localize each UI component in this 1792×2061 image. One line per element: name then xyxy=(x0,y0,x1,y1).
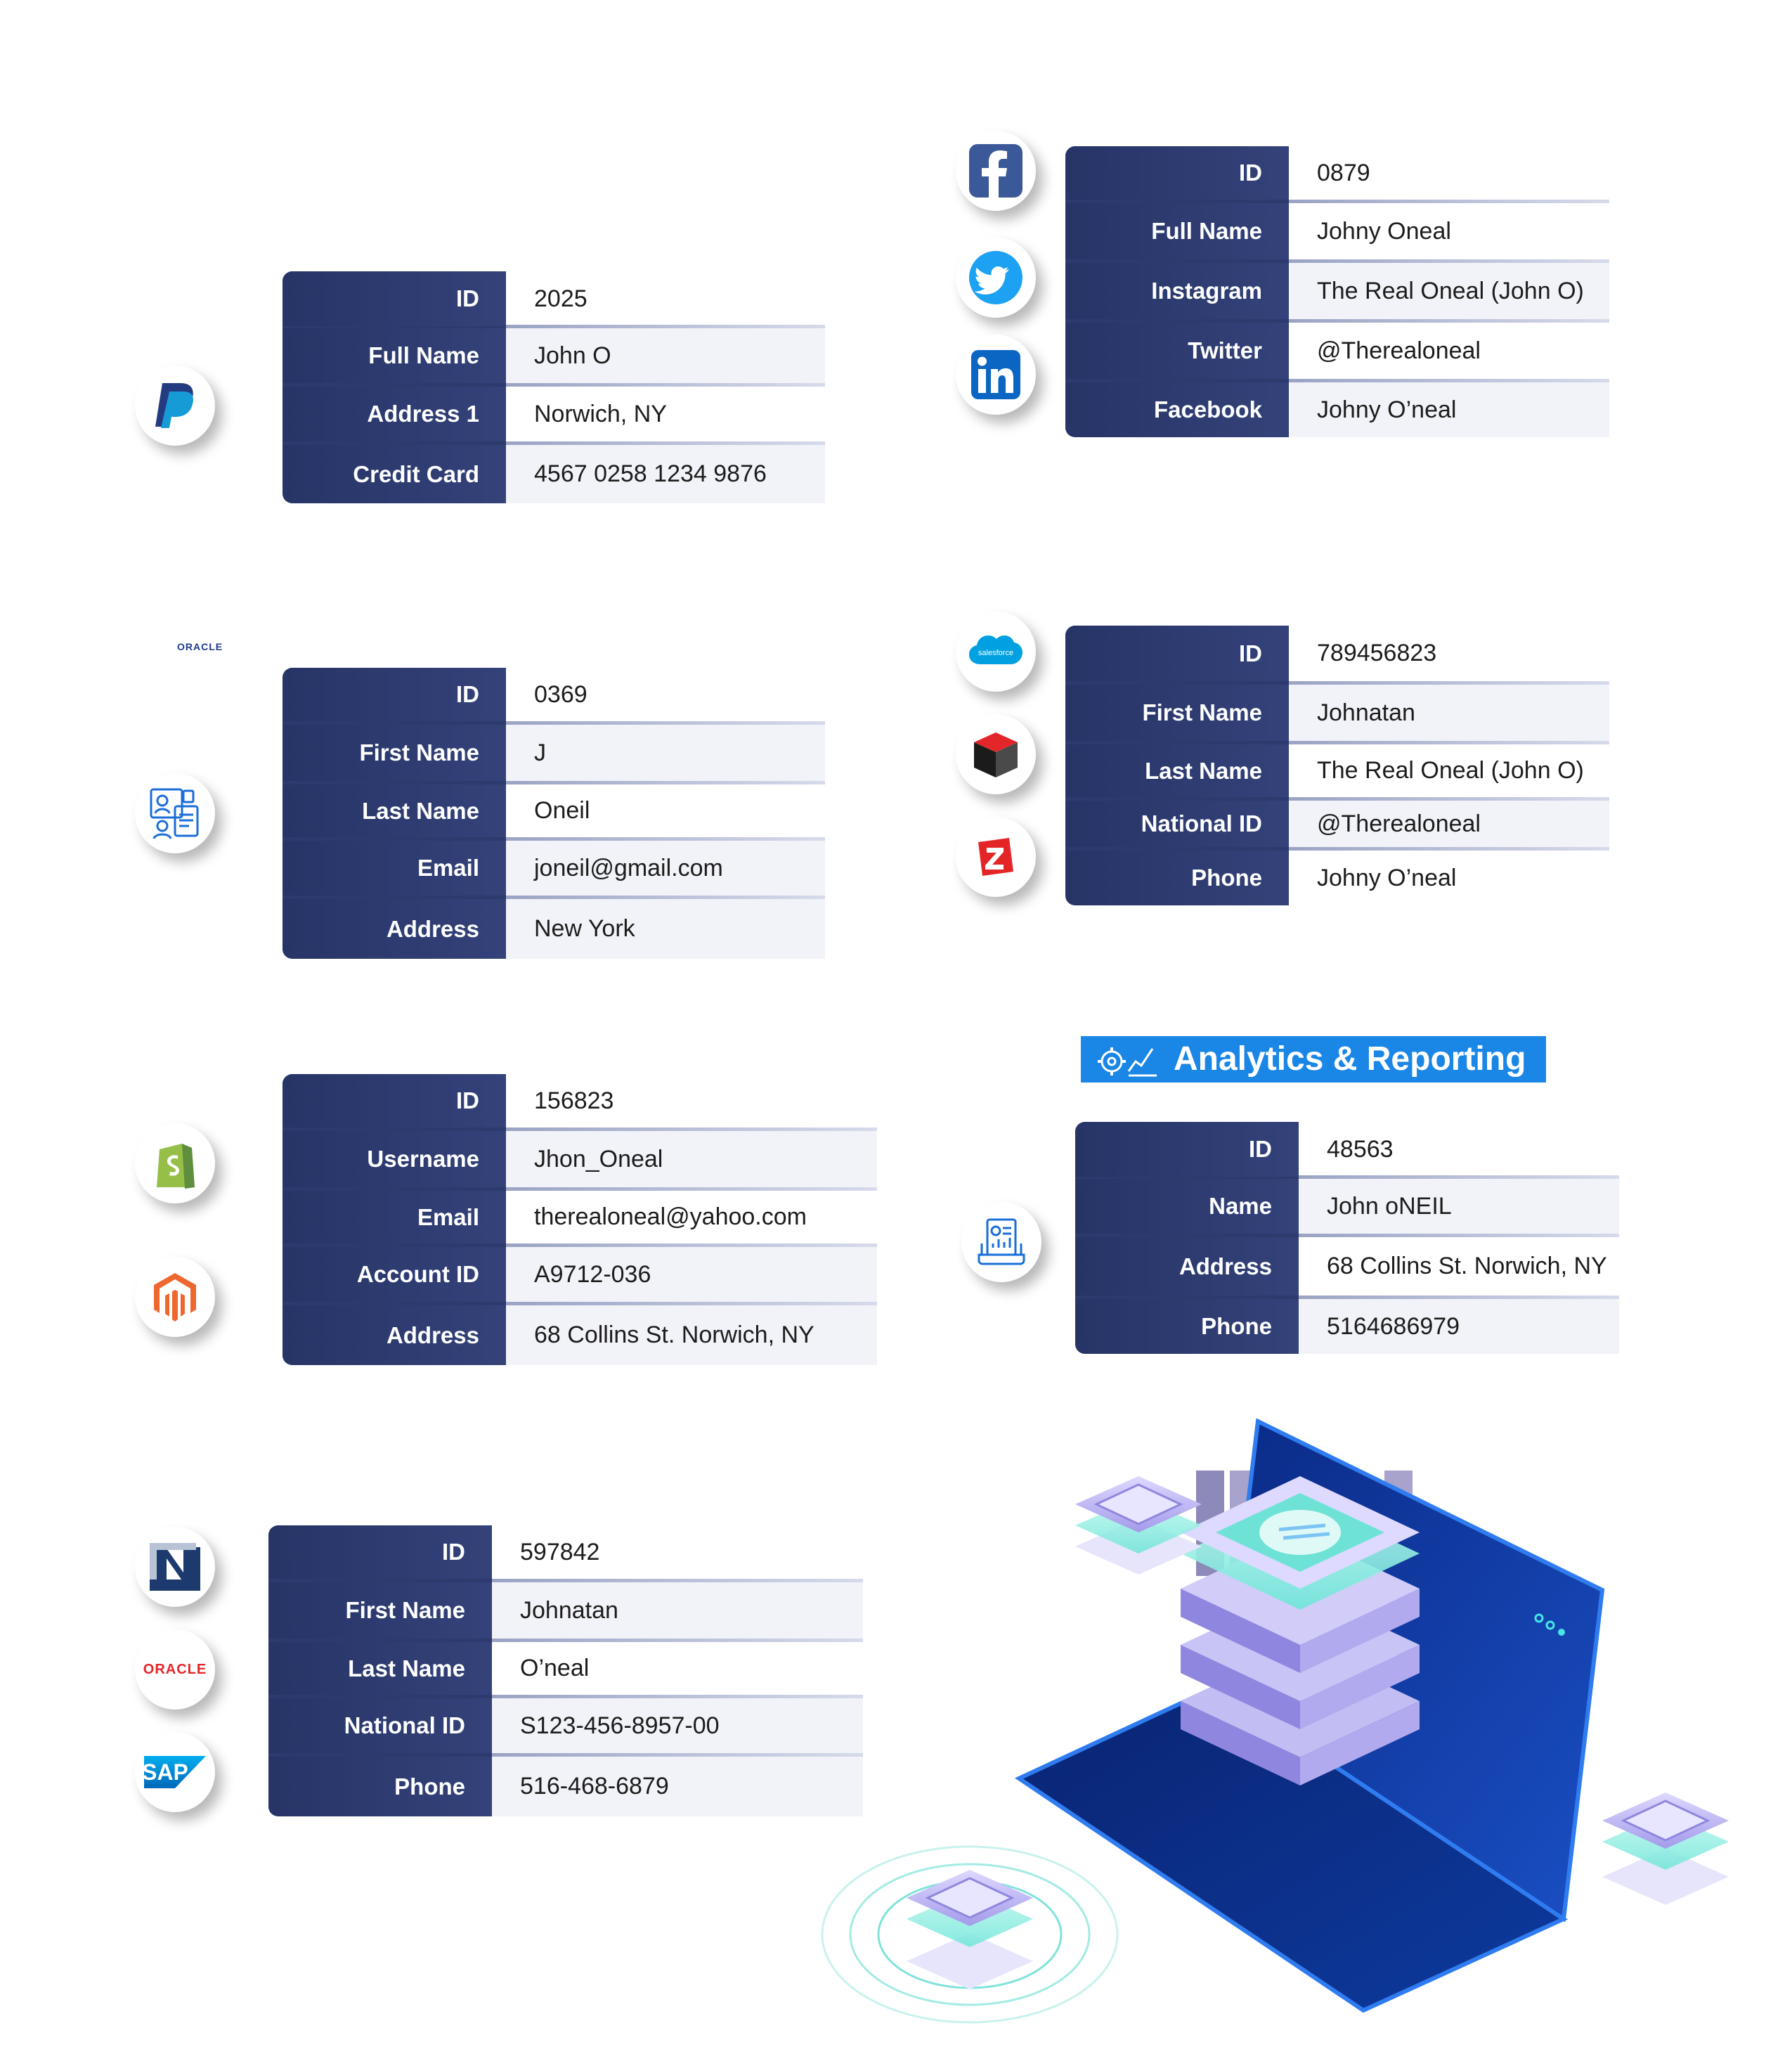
field-label: ID xyxy=(283,668,506,721)
field-value: @Therealoneal xyxy=(1289,801,1609,847)
field-label: National ID xyxy=(268,1698,492,1753)
linkedin-logo-icon xyxy=(956,335,1036,415)
field-label: ID xyxy=(268,1525,492,1579)
field-value: John oNEIL xyxy=(1299,1179,1619,1234)
field-label: ID xyxy=(283,1074,506,1128)
field-label: First Name xyxy=(268,1582,492,1639)
netsuite-logo-icon xyxy=(135,1527,215,1607)
oracle-small-logo: ORACLE xyxy=(177,641,223,652)
field-value: J xyxy=(506,725,825,781)
field-value: 0879 xyxy=(1289,146,1609,200)
analytics-reporting-banner: Analytics & Reporting xyxy=(1081,1036,1546,1083)
oracle-logo-text: ORACLE xyxy=(143,1661,207,1677)
field-label: Email xyxy=(283,1191,506,1243)
field-value: Norwich, NY xyxy=(506,387,825,441)
field-value: 789456823 xyxy=(1289,626,1609,681)
field-label: Last Name xyxy=(283,784,506,837)
field-value: Oneil xyxy=(506,784,825,837)
field-value: 4567 0258 1234 9876 xyxy=(506,445,825,503)
field-label: Address xyxy=(283,899,506,959)
field-value: Johny O’neal xyxy=(1289,382,1609,437)
field-value: joneil@gmail.com xyxy=(506,841,825,896)
zoho-z-logo-icon xyxy=(956,817,1036,897)
field-label: Phone xyxy=(268,1757,492,1816)
field-label: ID xyxy=(283,271,506,326)
banner-title: Analytics & Reporting xyxy=(1174,1040,1526,1078)
field-value: 597842 xyxy=(492,1525,863,1579)
field-label: Phone xyxy=(1065,851,1289,905)
field-value: The Real Oneal (John O) xyxy=(1289,263,1609,319)
salesforce-logo-text: salesforce xyxy=(978,649,1013,657)
field-value: 2025 xyxy=(506,271,825,326)
analytics-report-icon xyxy=(961,1202,1041,1282)
twitter-logo-icon xyxy=(956,238,1036,318)
sap-logo-icon: SAP xyxy=(135,1732,215,1812)
field-value: John O xyxy=(506,328,825,383)
field-value: A9712-036 xyxy=(506,1247,877,1302)
field-label: Username xyxy=(283,1131,506,1187)
sap-logo-text: SAP xyxy=(142,1759,188,1785)
field-label: Phone xyxy=(1075,1299,1299,1354)
field-value: Johny Oneal xyxy=(1289,203,1609,259)
field-value: @Therealoneal xyxy=(1289,323,1609,379)
field-label: ID xyxy=(1065,146,1289,200)
paypal-logo-icon xyxy=(135,366,215,446)
server-laptop-illustration xyxy=(821,1418,1729,2024)
field-label: Last Name xyxy=(1065,744,1289,797)
field-value: The Real Oneal (John O) xyxy=(1289,744,1609,797)
oracle-logo-icon: ORACLE xyxy=(135,1629,215,1710)
field-label: Name xyxy=(1075,1179,1299,1234)
field-value: 0369 xyxy=(506,668,825,721)
field-value: 68 Collins St. Norwich, NY xyxy=(506,1305,877,1365)
analytics-gear-chart-icon xyxy=(1098,1047,1157,1077)
field-label: Twitter xyxy=(1065,323,1289,379)
hr-people-document-icon xyxy=(135,773,215,853)
magento-logo-icon xyxy=(135,1257,215,1337)
field-value: Jhon_Oneal xyxy=(506,1131,877,1187)
field-value: Johny O’neal xyxy=(1289,851,1609,905)
field-label: Address 1 xyxy=(283,387,506,441)
salesforce-logo-icon: salesforce xyxy=(956,612,1036,692)
field-value: Johnatan xyxy=(1289,685,1609,741)
field-label: Instagram xyxy=(1065,263,1289,319)
field-label: Address xyxy=(1075,1237,1299,1296)
field-label: Last Name xyxy=(268,1642,492,1695)
field-label: ID xyxy=(1075,1122,1299,1177)
field-value: New York xyxy=(506,899,825,959)
field-label: Full Name xyxy=(283,328,506,383)
field-label: National ID xyxy=(1065,801,1289,847)
cube-logo-icon xyxy=(956,714,1036,794)
field-value: 5164686979 xyxy=(1299,1299,1619,1354)
field-value: O’neal xyxy=(492,1642,863,1695)
field-value: S123-456-8957-00 xyxy=(492,1698,863,1753)
field-value: 156823 xyxy=(506,1074,877,1128)
field-label: First Name xyxy=(1065,685,1289,741)
field-label: Email xyxy=(283,841,506,896)
shopify-logo-icon xyxy=(135,1123,215,1203)
field-label: Credit Card xyxy=(283,445,506,503)
field-value: therealoneal@yahoo.com xyxy=(506,1191,877,1243)
field-value: 48563 xyxy=(1299,1122,1619,1177)
field-label: Facebook xyxy=(1065,382,1289,437)
field-value: 68 Collins St. Norwich, NY xyxy=(1299,1237,1619,1296)
field-label: ID xyxy=(1065,626,1289,681)
field-label: First Name xyxy=(283,725,506,781)
field-label: Account ID xyxy=(283,1247,506,1302)
facebook-logo-icon xyxy=(956,131,1036,211)
field-value: Johnatan xyxy=(492,1582,863,1639)
field-value: 516-468-6879 xyxy=(492,1757,863,1816)
field-label: Address xyxy=(283,1305,506,1365)
field-label: Full Name xyxy=(1065,203,1289,259)
